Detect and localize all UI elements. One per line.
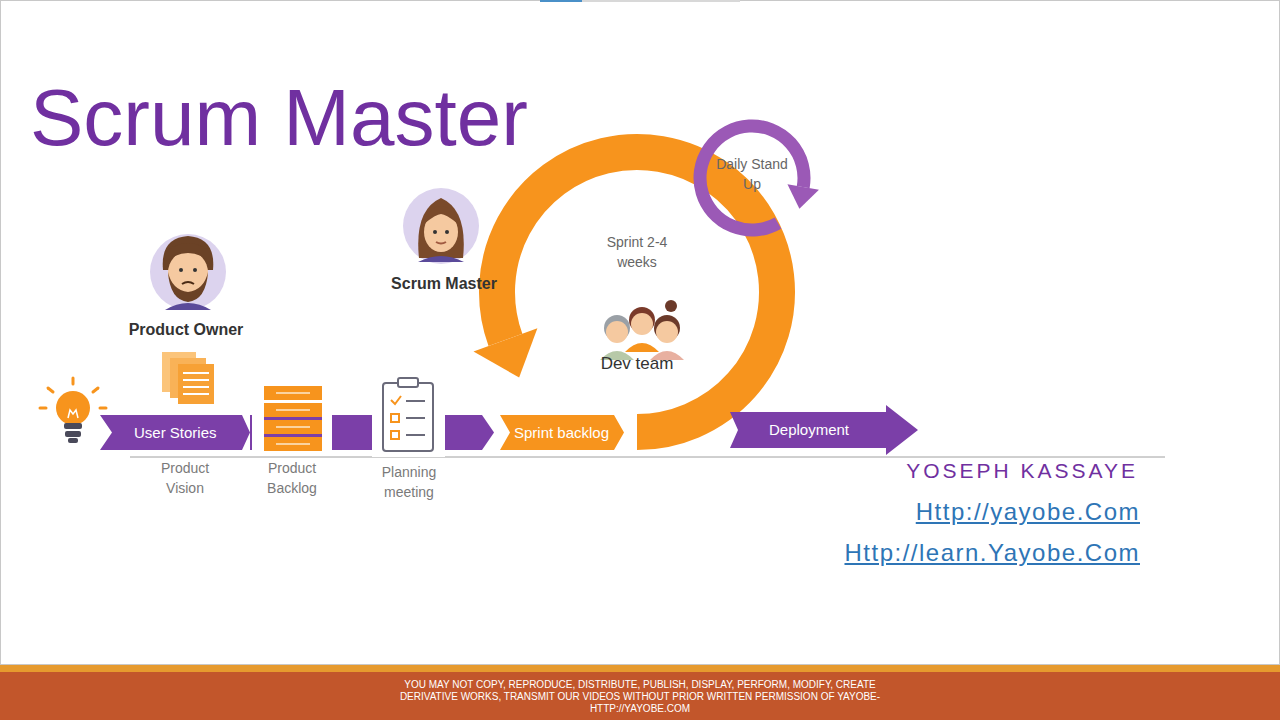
slide-frame <box>1 1 1280 665</box>
deployment-arrow: Deployment <box>730 405 918 455</box>
slide-title: Scrum Master <box>30 78 528 158</box>
caption-label: Planning meeting <box>370 463 448 502</box>
node-text: Daily Stand Up <box>715 154 789 195</box>
node-text: Sprint backlog <box>514 424 609 442</box>
node-text: Deployment <box>769 421 849 439</box>
caption-label: Product Backlog <box>256 459 328 498</box>
base-line <box>130 457 1165 458</box>
daily-standup-loop: Daily Stand Up <box>692 118 812 238</box>
user-stories-band: User Stories <box>100 415 250 450</box>
dev-team-icon <box>600 300 684 360</box>
node-text: Sprint 2-4 weeks <box>592 232 682 273</box>
node-text: Dev team <box>577 354 697 374</box>
caption-label: Product Vision <box>150 459 220 498</box>
copyright-band: YOU MAY NOT COPY, REPRODUCE, DISTRIBUTE,… <box>0 665 1280 720</box>
node-shape <box>497 152 777 432</box>
node-text: User Stories <box>134 424 217 442</box>
scrum-master-avatar <box>403 188 479 264</box>
node-text: YOU MAY NOT COPY, REPRODUCE, DISTRIBUTE,… <box>390 679 890 715</box>
document-icon <box>162 352 214 404</box>
link-text: Http://learn.Yayobe.Com <box>844 539 1140 568</box>
caption-label: Scrum Master <box>369 274 519 293</box>
band-gap <box>252 380 264 455</box>
top-mark <box>540 0 582 2</box>
band-gap <box>372 375 445 457</box>
link-text: Http://yayobe.Com <box>916 498 1140 527</box>
product-owner-avatar <box>150 234 226 310</box>
clipboard-icon <box>383 378 433 451</box>
caption-label: Product Owner <box>111 320 261 339</box>
sprint-backlog-band: Sprint backlog <box>500 415 624 450</box>
band-gap <box>322 380 332 455</box>
backlog-icon <box>264 386 322 451</box>
top-mark <box>540 0 740 2</box>
sprint-cycle: Sprint 2-4 weeksDev team <box>497 152 777 432</box>
lightbulb-icon <box>40 378 106 443</box>
author-name: YOSEPH KASSAYE <box>906 458 1138 483</box>
